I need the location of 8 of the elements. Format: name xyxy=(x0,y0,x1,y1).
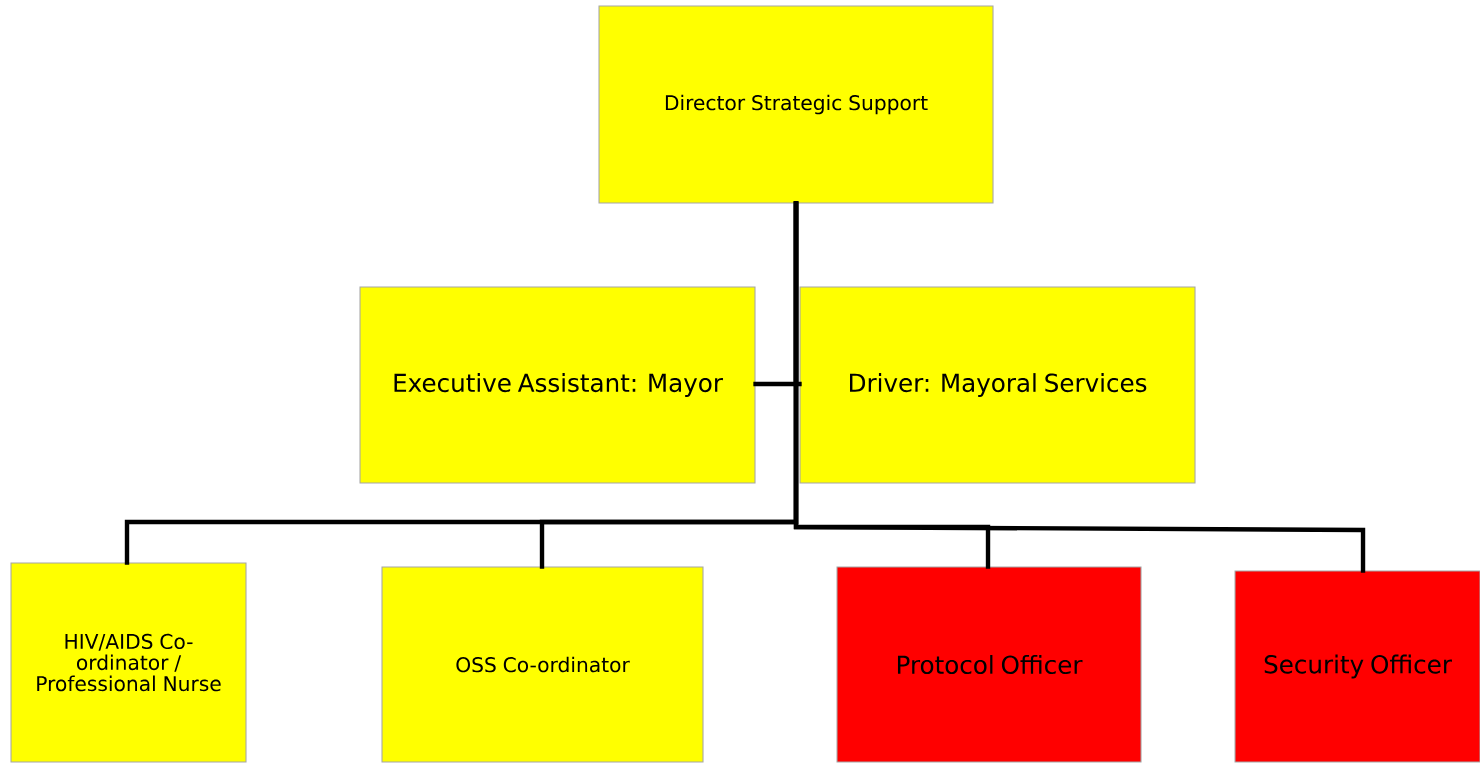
position-box: Executive Assistant: Mayor xyxy=(359,286,756,484)
position-box: Director Strategic Support xyxy=(598,5,994,204)
position-box: Security Officer xyxy=(1234,570,1480,763)
connector-line xyxy=(793,201,1366,573)
position-box: Driver: Mayoral Services xyxy=(799,286,1196,484)
position-box: HIV/AIDS Co-ordinator / Professional Nurse xyxy=(10,562,247,763)
position-box: OSS Co-ordinator xyxy=(381,566,704,763)
position-box: Protocol Officer xyxy=(836,566,1142,763)
